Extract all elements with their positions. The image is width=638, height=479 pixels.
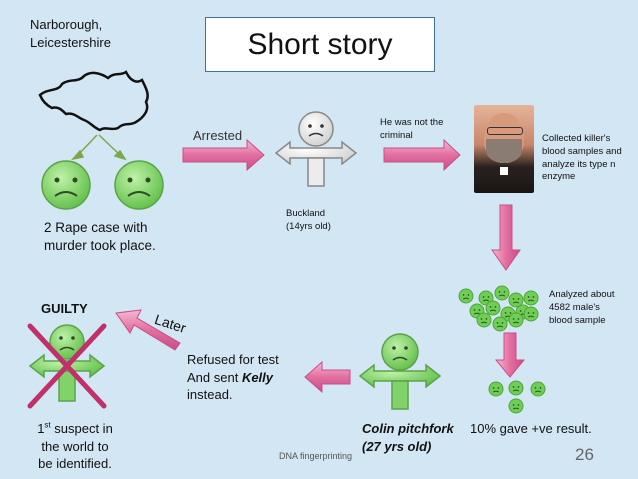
- arrow-curved: [115, 309, 181, 351]
- sad-face-icon: [114, 160, 164, 210]
- county-outline-icon: [38, 70, 149, 132]
- collected-label: Collected killer's blood samples and ana…: [542, 133, 622, 183]
- green-person-icon: [358, 333, 442, 410]
- small-sad-face-icon: [523, 306, 539, 322]
- arrow-right: [182, 138, 265, 172]
- analyzed-label: Analyzed about 4582 male's blood sample: [549, 289, 615, 326]
- buckland-label: Buckland (14yrs old): [286, 208, 331, 232]
- not-criminal-label: He was not the criminal: [380, 117, 444, 141]
- small-sad-face-icon: [508, 380, 524, 396]
- small-sad-face-icon: [492, 316, 508, 332]
- face-cluster: [458, 285, 539, 332]
- small-sad-face-icon: [530, 381, 546, 397]
- arrow-left: [304, 360, 351, 394]
- split-arrows-icon: [70, 134, 127, 161]
- small-sad-face-icon: [494, 285, 510, 301]
- gray-person-icon: [274, 111, 358, 187]
- arrow-down: [491, 204, 521, 271]
- small-sad-face-icon: [508, 398, 524, 414]
- arrow-right: [383, 138, 461, 172]
- page-number: 26: [575, 445, 594, 464]
- small-sad-face-icon: [458, 288, 474, 304]
- location-label: Narborough, Leicestershire: [30, 17, 111, 50]
- face-cluster-small: [488, 380, 546, 414]
- scientist-photo: [474, 105, 534, 193]
- refused-label: Refused for test And sent Kelly instead.: [187, 352, 279, 403]
- guilty-label: GUILTY: [41, 301, 88, 316]
- slide-title: Short story: [205, 17, 435, 72]
- small-sad-face-icon: [488, 381, 504, 397]
- positive-result-label: 10% gave +ve result.: [470, 421, 592, 436]
- sad-face-icon: [41, 160, 91, 210]
- footer-text: DNA fingerprinting: [279, 451, 353, 461]
- red-cross-icon: [27, 323, 107, 409]
- rape-case-label: 2 Rape case with murder took place.: [44, 220, 156, 254]
- small-sad-face-icon: [476, 312, 492, 328]
- small-sad-face-icon: [485, 300, 501, 316]
- colin-label: Colin pitchfork (27 yrs old): [362, 421, 454, 454]
- small-sad-face-icon: [508, 312, 524, 328]
- arrow-down: [494, 332, 526, 378]
- small-sad-face-icon: [508, 292, 524, 308]
- small-sad-face-icon: [523, 290, 539, 306]
- arrested-label: Arrested: [193, 128, 243, 143]
- first-suspect-label: 1st suspect in the world to be identifie…: [37, 420, 113, 472]
